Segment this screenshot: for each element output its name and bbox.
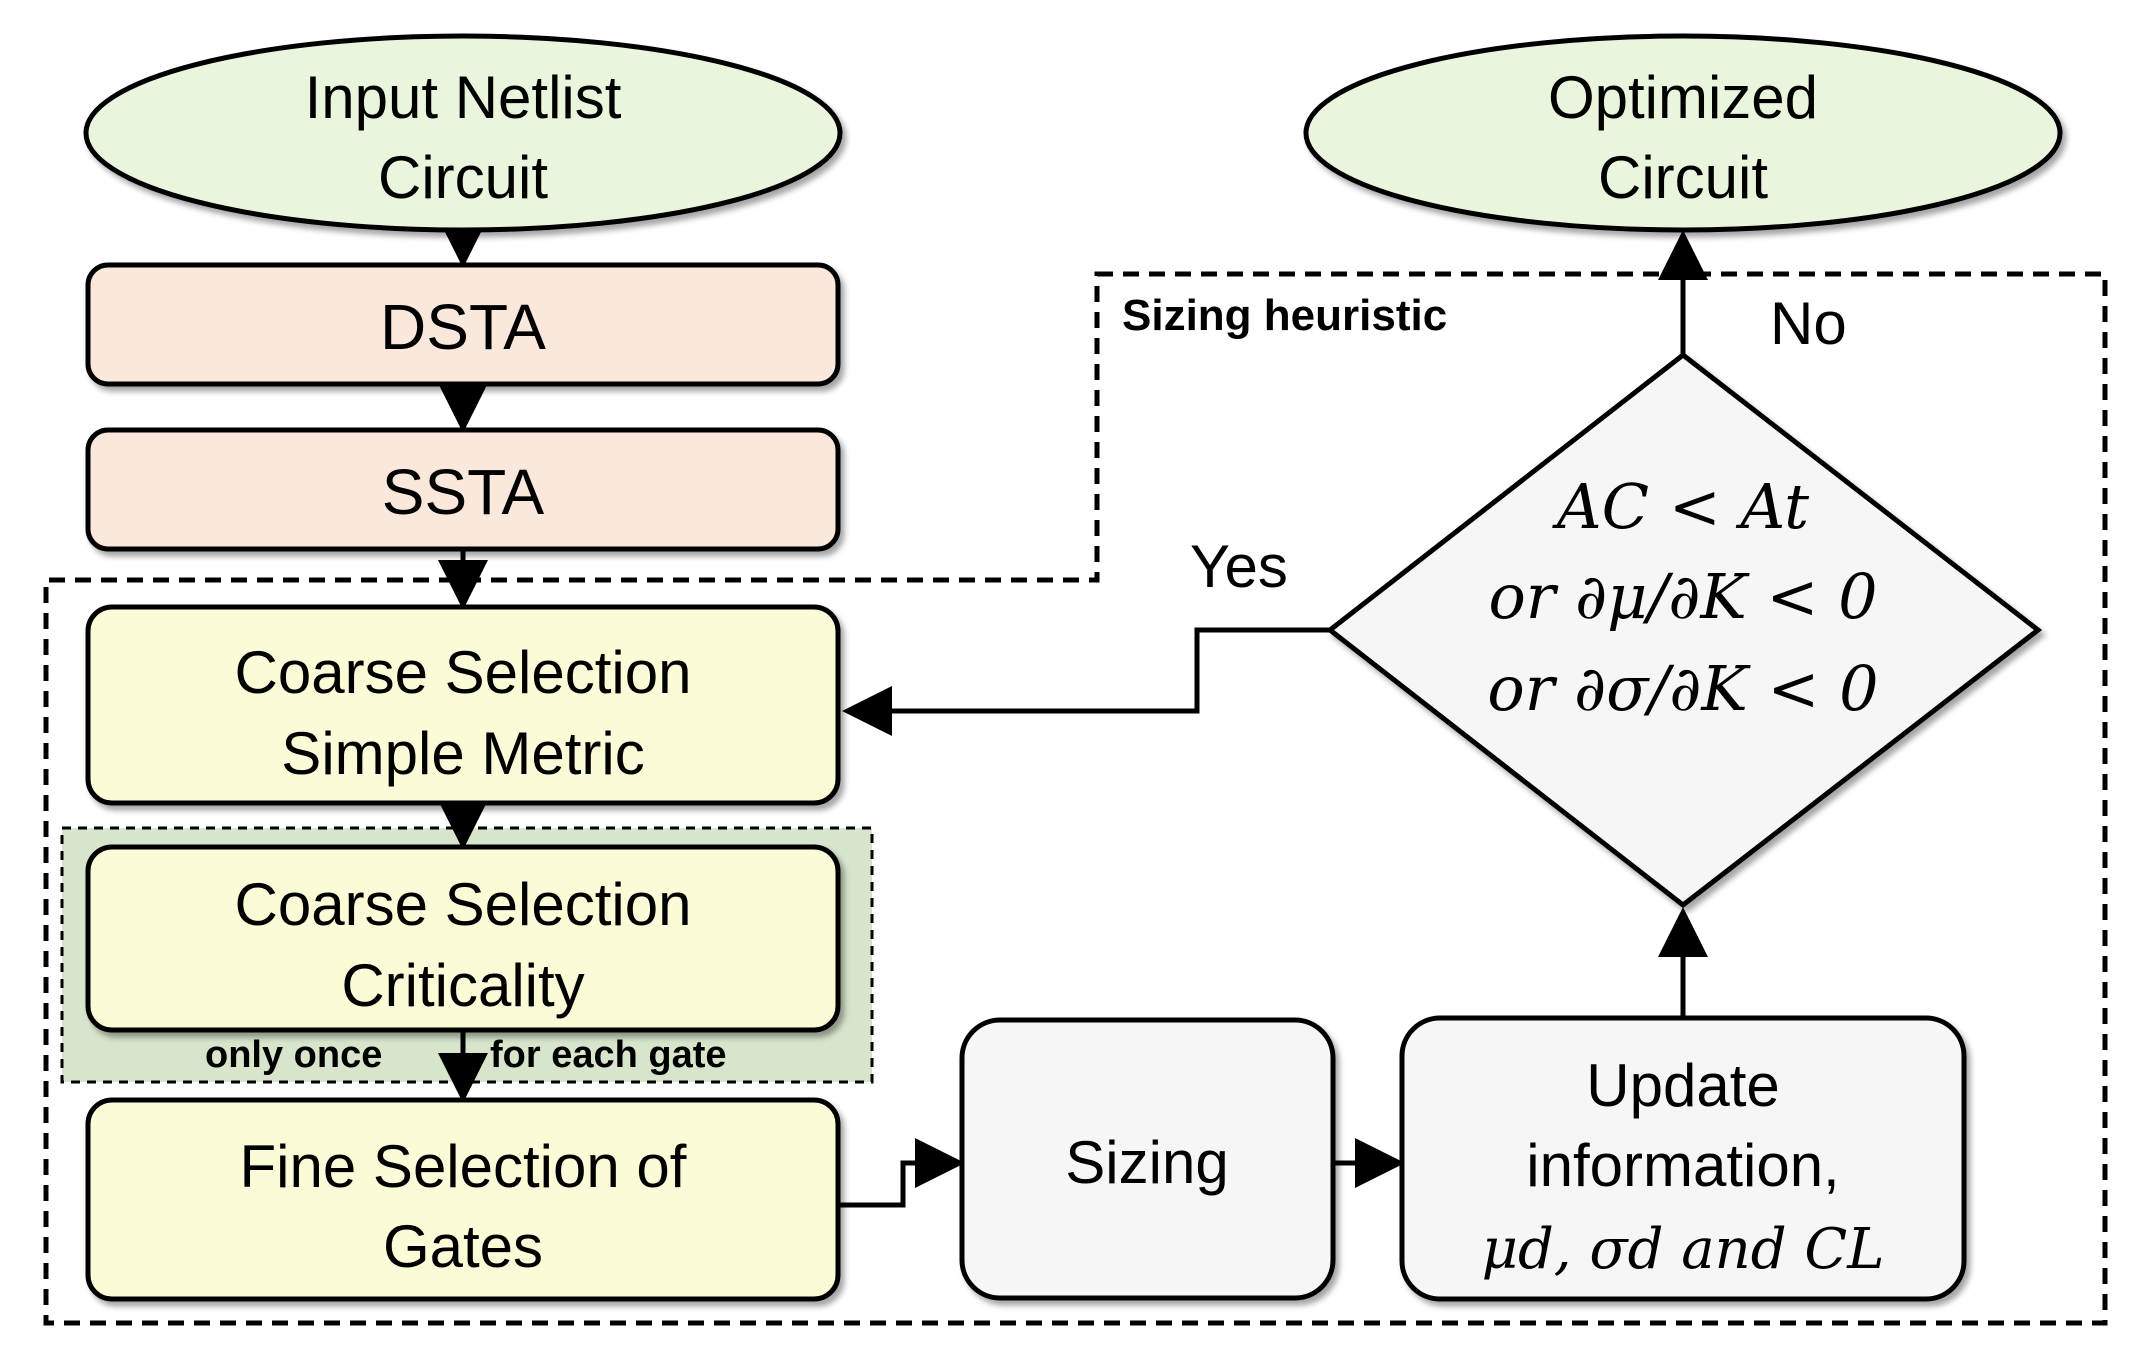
arrow-decision-yes-to-coarse <box>842 627 1330 736</box>
sizing-box: Sizing <box>959 1017 1336 1301</box>
no-label: No <box>1770 290 1847 357</box>
decision-line2: or ∂μ/∂K < 0 <box>1488 560 1877 633</box>
fine-selection-box: Fine Selection of Gates <box>85 1097 841 1302</box>
coarse-simple-line2: Simple Metric <box>281 720 644 787</box>
dsta-box: DSTA <box>85 262 841 387</box>
coarse-selection-simple-box: Coarse Selection Simple Metric <box>85 604 841 806</box>
connectors <box>438 218 1708 1208</box>
input-label-line1: Input Netlist <box>305 64 622 131</box>
output-label-line2: Circuit <box>1598 144 1768 211</box>
decision-line3: or ∂σ/∂K < 0 <box>1487 652 1878 725</box>
for-each-gate-label: for each gate <box>490 1034 727 1076</box>
coarse-criticality-line2: Criticality <box>341 952 584 1019</box>
dsta-label: DSTA <box>380 291 546 363</box>
input-node: Input Netlist Circuit <box>83 33 843 233</box>
decision-diamond: AC < At or ∂μ/∂K < 0 or ∂σ/∂K < 0 <box>1325 351 2043 909</box>
sizing-heuristic-boundary <box>43 271 2108 1326</box>
output-node: Optimized Circuit <box>1303 33 2063 233</box>
update-line1: Update <box>1586 1052 1779 1119</box>
arrow-fine-to-sizing <box>838 1138 965 1208</box>
ssta-label: SSTA <box>382 456 545 528</box>
coarse-selection-criticality-box: Coarse Selection Criticality <box>85 844 841 1033</box>
yes-label: Yes <box>1190 533 1288 600</box>
input-label-line2: Circuit <box>378 144 548 211</box>
update-information-box: Update information, μd, σd and CL <box>1399 1015 1967 1302</box>
ssta-box: SSTA <box>85 427 841 552</box>
decision-line1: AC < At <box>1552 470 1809 543</box>
fine-selection-line2: Gates <box>383 1213 543 1280</box>
output-label-line1: Optimized <box>1548 64 1818 131</box>
update-line2: information, <box>1526 1132 1839 1199</box>
update-line3: μd, σd and CL <box>1482 1217 1885 1282</box>
sizing-heuristic-label: Sizing heuristic <box>1122 291 1447 340</box>
coarse-simple-line1: Coarse Selection <box>235 639 692 706</box>
sizing-label: Sizing <box>1065 1129 1228 1196</box>
coarse-criticality-line1: Coarse Selection <box>235 871 692 938</box>
only-once-label: only once <box>205 1034 382 1076</box>
fine-selection-line1: Fine Selection of <box>240 1133 687 1200</box>
